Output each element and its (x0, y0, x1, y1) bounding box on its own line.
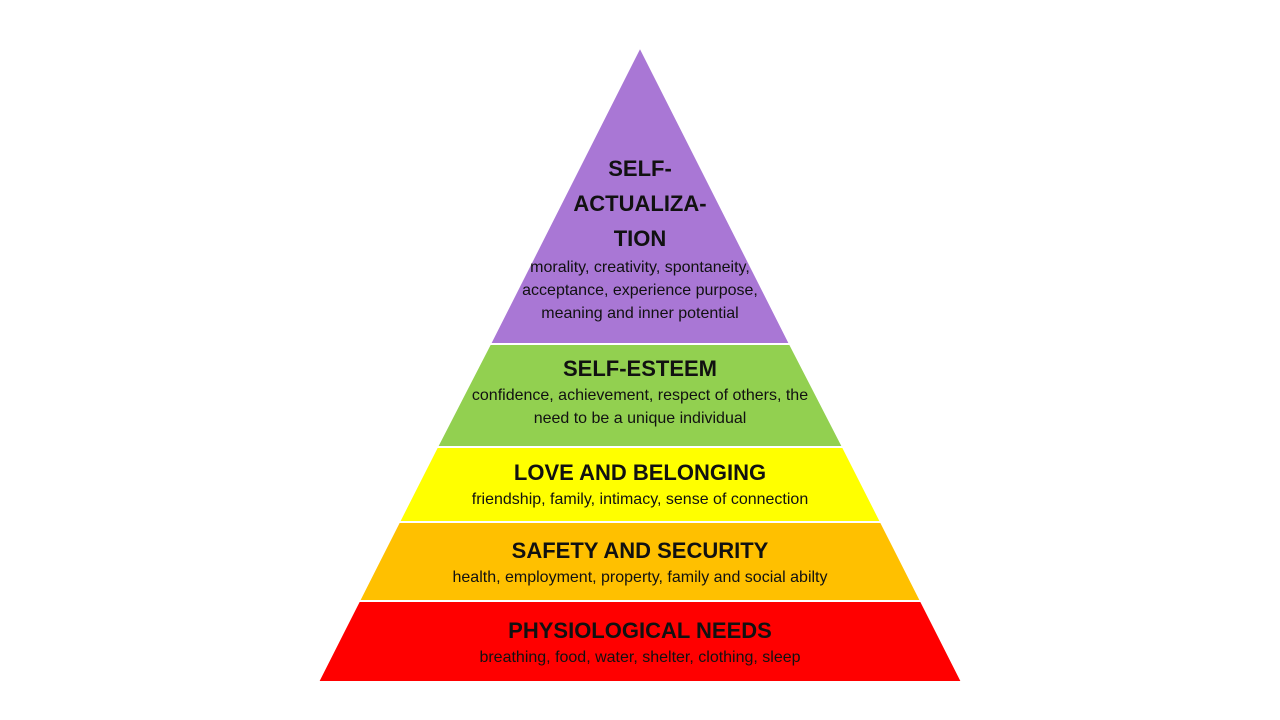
self-actualization-label: SELF- ACTUALIZA- TION morality, creativi… (340, 151, 940, 325)
love-and-belonging-title: LOVE AND BELONGING (513, 460, 767, 485)
self-actualization-description: morality, creativity, spontaneity, accep… (522, 259, 758, 322)
love-and-belonging-description: friendship, family, intimacy, sense of c… (471, 491, 809, 508)
self-esteem-label: SELF-ESTEEM confidence, achievement, res… (340, 356, 940, 430)
safety-and-security-label: SAFETY AND SECURITY health, employment, … (340, 538, 940, 589)
physiological-needs-tier (316, 600, 964, 683)
physiological-needs-label: PHYSIOLOGICAL NEEDS breathing, food, wat… (340, 618, 940, 669)
self-actualization-title: SELF- ACTUALIZA- TION (555, 151, 725, 256)
self-actualization-title-line: TION (613, 226, 667, 251)
safety-and-security-title: SAFETY AND SECURITY (511, 538, 769, 563)
physiological-needs-description: breathing, food, water, shelter, clothin… (479, 649, 801, 666)
safety-and-security-description: health, employment, property, family and… (452, 569, 828, 586)
self-actualization-title-line: ACTUALIZA- (573, 191, 707, 216)
self-actualization-title-line: SELF- (608, 156, 672, 181)
love-and-belonging-label: LOVE AND BELONGING friendship, family, i… (340, 460, 940, 511)
self-esteem-description: confidence, achievement, respect of othe… (471, 387, 809, 427)
self-esteem-title: SELF-ESTEEM (562, 356, 717, 381)
physiological-needs-title: PHYSIOLOGICAL NEEDS (508, 618, 772, 643)
